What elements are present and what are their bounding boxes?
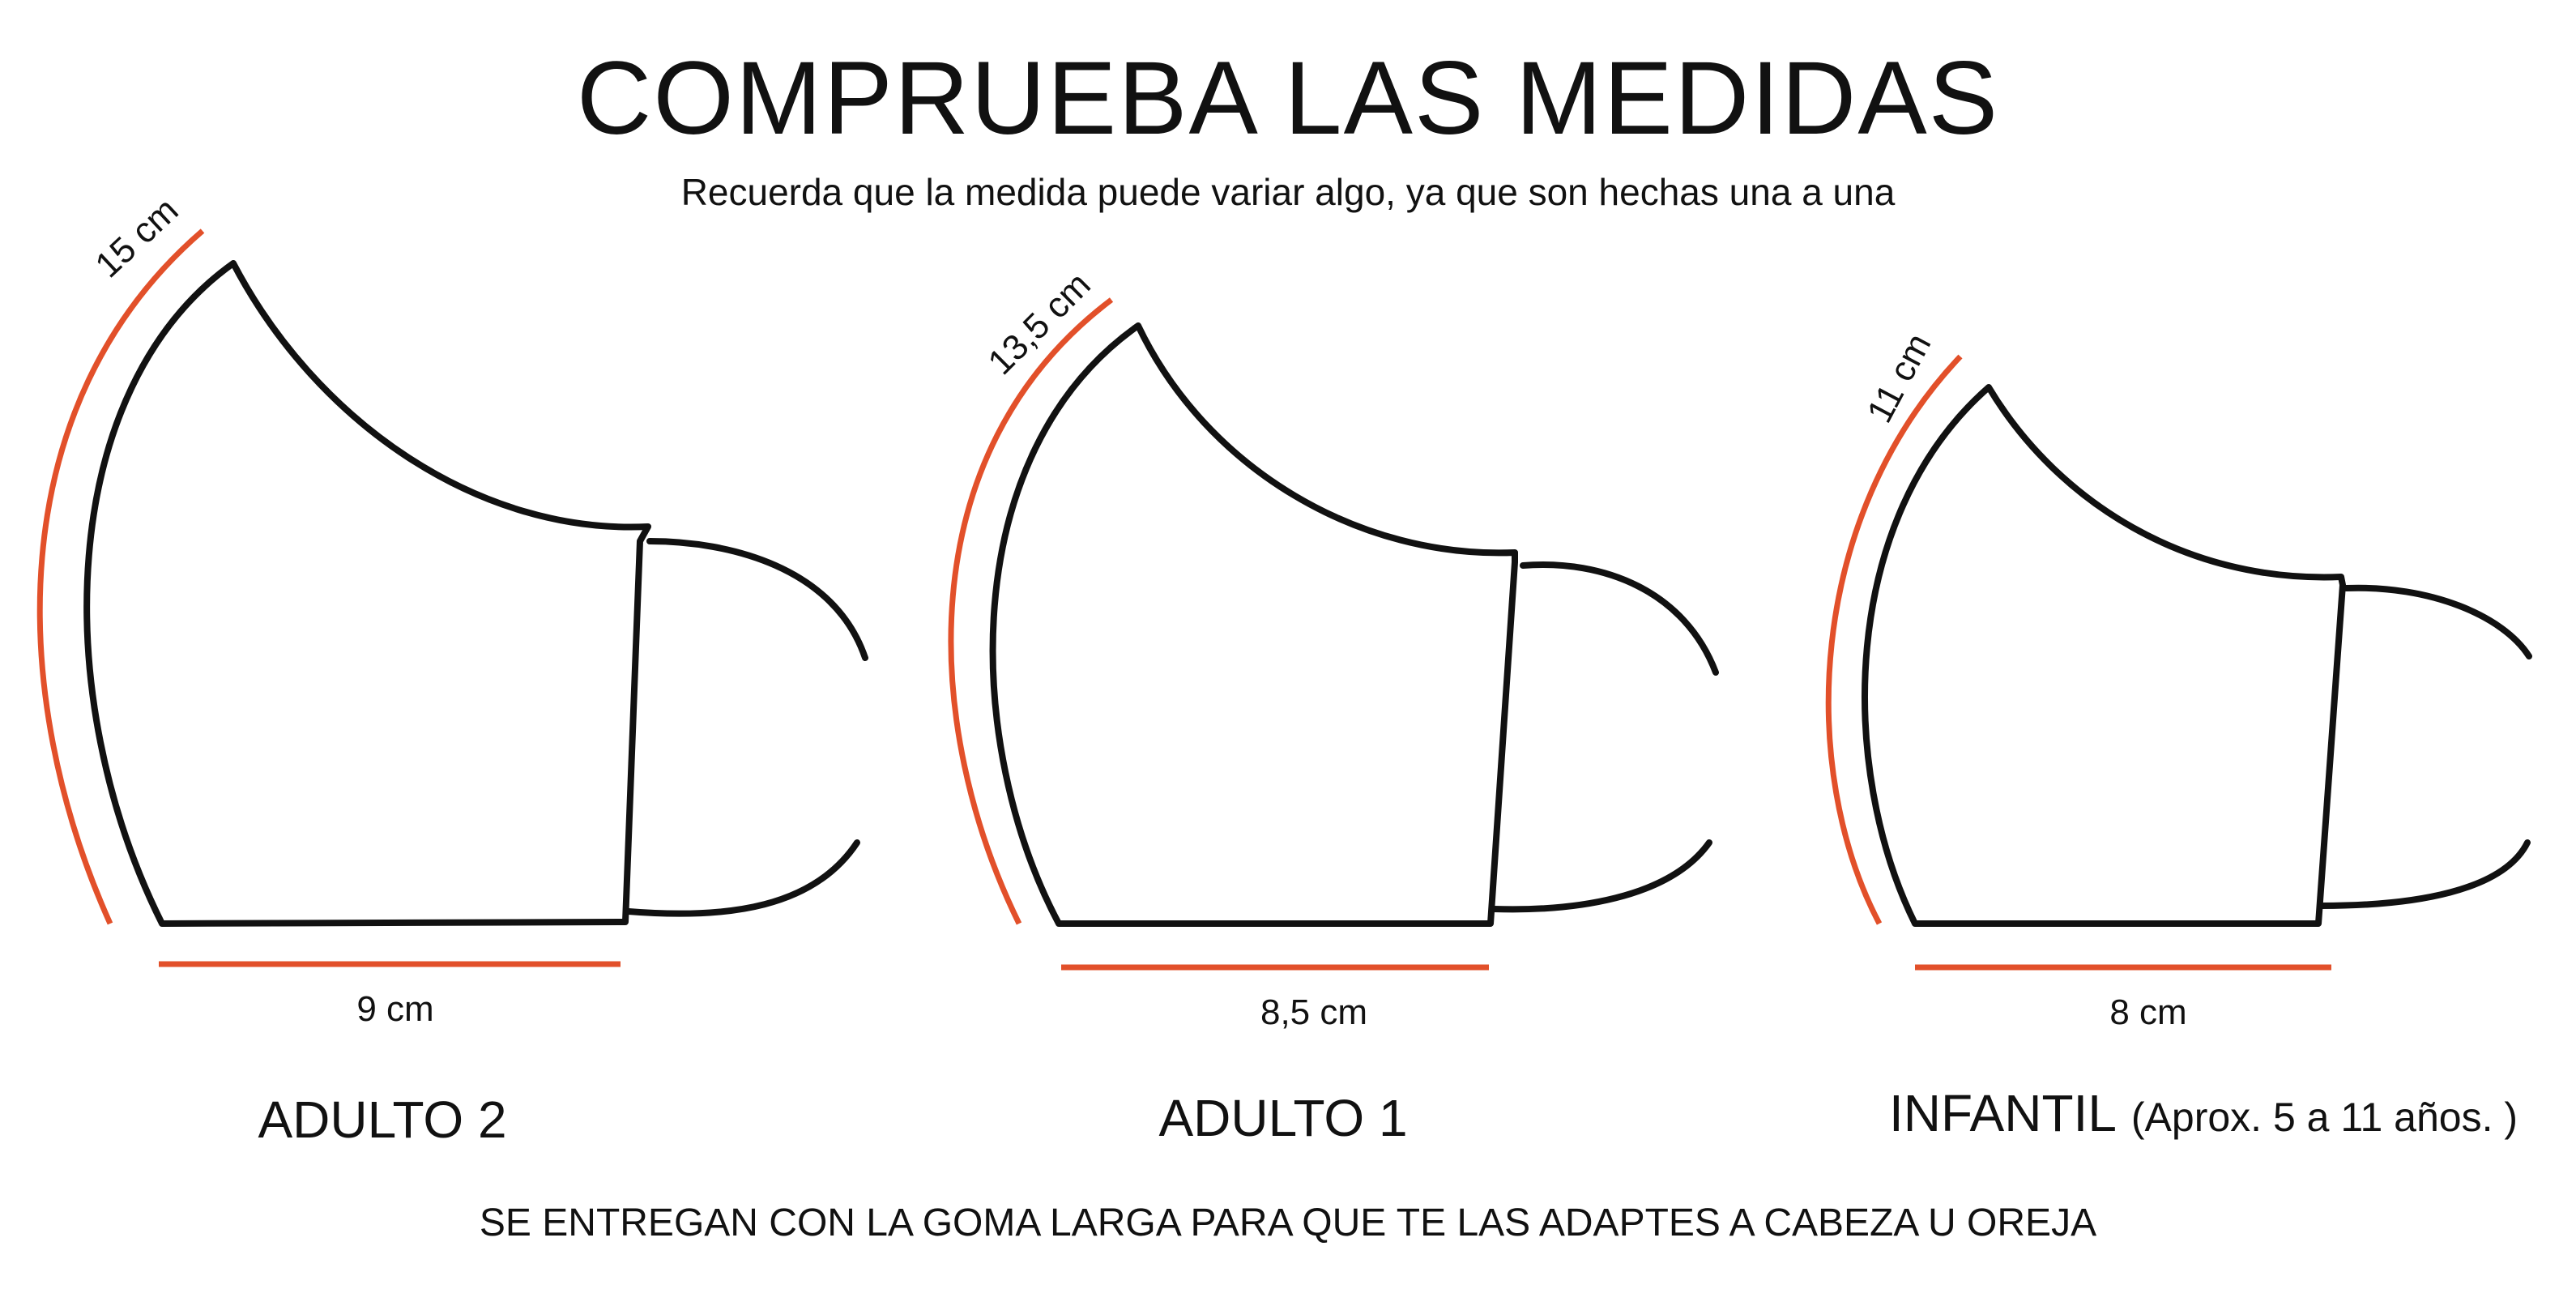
width-measure-label: 8,5 cm [1260,992,1367,1032]
curve-measure-label: 15 cm [87,190,186,286]
ear-loop [1491,839,1712,913]
mask-outline [83,260,651,927]
size-name-label: ADULTO 2 [258,1090,506,1149]
footer-note: SE ENTREGAN CON LA GOMA LARGA PARA QUE T… [479,1201,2097,1244]
size-name-label: ADULTO 1 [1158,1089,1407,1147]
page-title: COMPRUEBA LAS MEDIDAS [576,41,2000,156]
measure-line-curve [1825,354,1963,925]
measure-line-curve [948,297,1114,925]
curve-measure-label: 11 cm [1860,327,1939,429]
ear-loop [1520,561,1719,676]
width-measure-label: 8 cm [2109,992,2186,1032]
mask-outline [1862,384,2346,927]
mask-adulto-2: 15 cm 9 cm ADULTO 2 [36,190,868,1149]
ear-loop [2343,584,2532,659]
width-measure-label: 9 cm [356,989,433,1029]
mask-adulto-1: 13,5 cm 8,5 cm ADULTO 1 [948,265,1719,1147]
ear-loop [646,538,868,661]
mask-infantil: 11 cm 8 cm INFANTIL(Aprox. 5 a 11 años. … [1825,327,2532,1142]
page-subtitle: Recuerda que la medida puede variar algo… [680,171,1896,213]
ear-loop [2318,839,2531,909]
ear-loop [625,839,860,917]
mask-outline [989,322,1518,927]
size-name-label: INFANTIL(Aprox. 5 a 11 años. ) [1889,1084,2518,1142]
measure-line-curve [36,228,205,925]
